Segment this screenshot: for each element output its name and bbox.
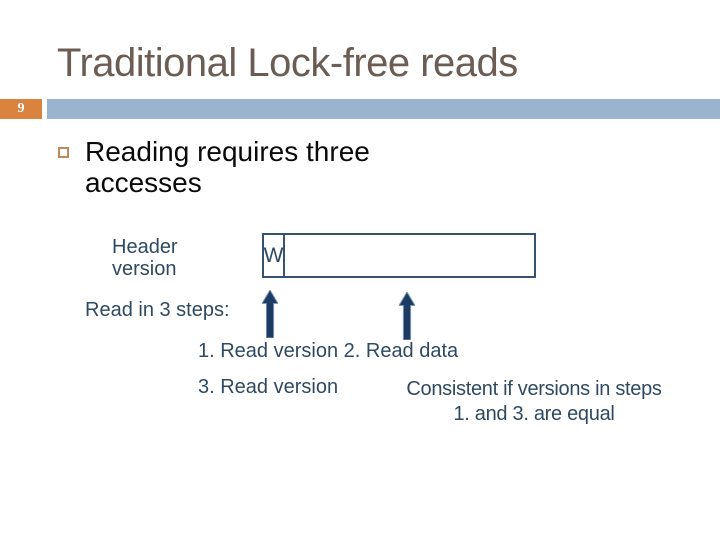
header-version-label: Header version: [112, 236, 178, 280]
header-version-label-line2: version: [112, 258, 177, 280]
square-outline-bullet-icon: [58, 147, 69, 158]
memory-record-box: W: [262, 233, 536, 278]
up-arrow-icon: [399, 292, 415, 340]
up-arrow-icon: [262, 290, 278, 338]
slide-title: Traditional Lock-free reads: [57, 41, 518, 85]
consistency-note: Consistent if versions in steps 1. and 3…: [406, 377, 662, 427]
read-steps-caption: Read in 3 steps:: [85, 299, 230, 321]
version-cell-label: W: [263, 243, 284, 267]
bullet-item-text: Reading requires three accesses: [85, 136, 370, 198]
header-version-label-line1: Header: [112, 236, 178, 258]
page-number: 9: [17, 101, 25, 116]
version-cell: W: [264, 235, 285, 276]
consistency-note-line1: Consistent if versions in steps: [406, 378, 662, 400]
steps-1-2-label: 1. Read version 2. Read data: [198, 340, 459, 362]
header-band: [47, 99, 720, 119]
page-number-box: 9: [0, 99, 42, 119]
step-3-label: 3. Read version: [198, 376, 339, 398]
consistency-note-line2: 1. and 3. are equal: [453, 403, 615, 425]
